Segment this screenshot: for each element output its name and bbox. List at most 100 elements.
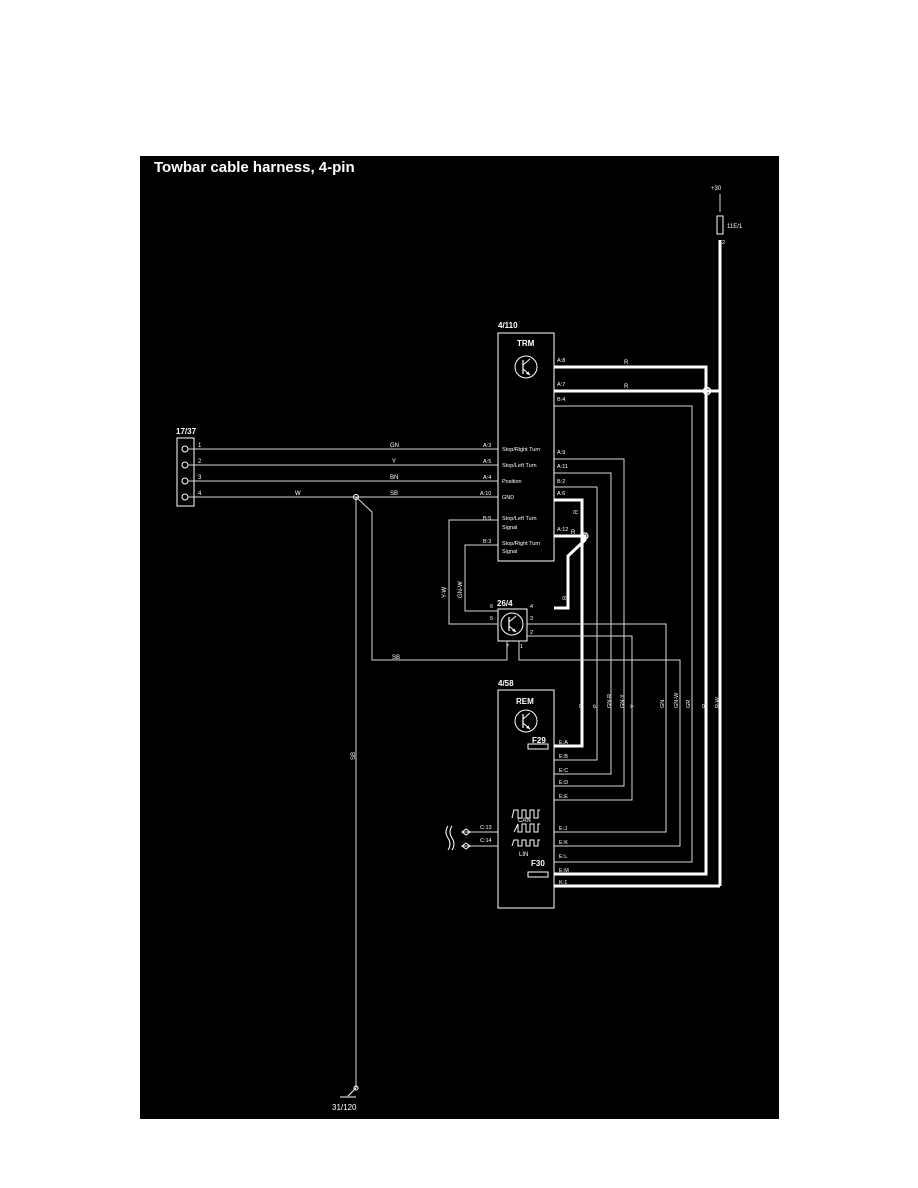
connector-17-37: 17/37 1 2 3 4	[176, 427, 202, 507]
rem-pin-eb: E:B	[559, 754, 568, 760]
wire-label-y: Y	[630, 704, 636, 708]
rem-id: 4/58	[498, 679, 514, 688]
trm-id: 4/110	[498, 321, 518, 330]
trm-pin-a8: A:8	[557, 358, 565, 364]
relay-pin-4: 4	[530, 604, 533, 610]
rem-pin-em: E:M	[559, 868, 569, 874]
wire-label-gnw: GN-W	[674, 692, 680, 708]
wire-sb-relay: SB	[392, 655, 400, 661]
wire-sb-ground: SB	[351, 752, 357, 760]
trm-pin-a9: A:9	[557, 450, 565, 456]
trm-label-signal-1: Signal	[502, 525, 517, 531]
trm-pin-a6: A:6	[557, 491, 565, 497]
wire-r-a7: R	[624, 384, 629, 390]
rem-pin-k1: K:1	[559, 880, 567, 886]
wire-label-p: P	[593, 704, 599, 708]
trm-label-stop-left-signal: Stop/Left Turn	[502, 516, 537, 522]
ground-wire: SB 31/120	[332, 497, 359, 1112]
trm-name: TRM	[517, 339, 535, 348]
fuse-f30-label: F30	[531, 859, 545, 868]
trm-pin-b4: B:4	[557, 397, 565, 403]
wire-gn: GN	[390, 443, 399, 449]
wire-w: W	[295, 491, 301, 497]
connector-pin-3: 3	[198, 475, 202, 481]
lin-label: LIN	[519, 852, 528, 858]
wire-y: Y	[392, 459, 396, 465]
fuse-11e1-label: 11E/1	[727, 224, 743, 230]
wire-label-gr: GR	[686, 700, 692, 708]
trm-label-signal-2: Signal	[502, 549, 517, 555]
rem-pin-ek: E:K	[559, 840, 568, 846]
wire-label-gny: GN-Y	[620, 694, 626, 708]
trm-pin-a11: A:11	[557, 464, 568, 470]
rem-pins: F29 E:A E:B E:C E:D E:E E:J E:K E:L E:M …	[445, 391, 720, 888]
rem-pin-ee: E:E	[559, 794, 568, 800]
relay-pin-5: 5	[490, 616, 493, 622]
trm-label-gnd: GND	[502, 495, 514, 501]
wires-trm-rem: R R R	[554, 405, 693, 863]
relay-pin-2: 2	[530, 630, 533, 636]
relay-pin-3: 3	[530, 616, 533, 622]
fuse-f29	[527, 743, 549, 750]
trm-pin-a3: A:3	[483, 443, 491, 449]
trm-pin-b5: B:5	[483, 516, 491, 522]
wire-gnw: GN-W	[458, 581, 464, 598]
rem-pin-ej: E:J	[559, 826, 567, 832]
trm-left-pins: A:3 A:5 A:4 A:10 B:5 B:3 Stop/Right Turn…	[480, 443, 540, 555]
wire-yw: Y-W	[442, 587, 448, 598]
fuse-11e1-pin: 2	[722, 240, 725, 246]
relay-pin-7: 7	[506, 644, 509, 650]
wires-relay: Y-W GN-W SB	[355, 496, 681, 847]
rem-name: REM	[516, 697, 534, 706]
supply-label: +30	[711, 186, 722, 192]
supply-feed: +30 11E/1 2	[711, 186, 743, 246]
wire-r-a6: R	[574, 509, 580, 514]
relay-26-4: 26/4 4 3 2 1 7 6 5	[490, 599, 533, 650]
rem-bus-pin-c14: C:14	[480, 838, 492, 844]
connector-pin-2: 2	[198, 459, 202, 465]
trm-pin-a5: A:5	[483, 459, 491, 465]
relay-id: 26/4	[497, 599, 513, 608]
diagram-title: Towbar cable harness, 4-pin	[154, 159, 355, 176]
trm-label-position: Position	[502, 479, 522, 485]
wire-r-a8: R	[624, 360, 629, 366]
lin-waveform-icon	[511, 839, 540, 847]
trm-pin-b3: B:3	[483, 539, 491, 545]
wire-r-a12: R	[571, 530, 576, 536]
rem-pin-ec: E:C	[559, 768, 568, 774]
can-waveform-icon	[511, 809, 540, 819]
wire-r-relay: R	[563, 595, 569, 600]
wire-sb: SB	[390, 491, 398, 497]
trm-label-stop-right: Stop/Right Turn	[502, 447, 540, 453]
rem-pin-ed: E:D	[559, 780, 568, 786]
connector-pin-4: 4	[198, 491, 202, 497]
module-trm: 4/110 TRM	[497, 321, 555, 562]
connector-id: 17/37	[176, 427, 197, 436]
fuse-f30	[527, 871, 549, 878]
trm-pin-b2: B:2	[557, 479, 565, 485]
trm-pin-a12: A:12	[557, 527, 568, 533]
fuse-f29-label: F29	[532, 736, 546, 745]
wire-label-r: R	[579, 704, 585, 708]
rem-pin-ea: E:A	[559, 740, 568, 746]
diagram-panel	[140, 156, 779, 1119]
fuse-11e1	[716, 215, 724, 235]
trm-label-stop-left: Stop/Left Turn	[502, 463, 537, 469]
rem-bus-pin-c13: C:13	[480, 825, 492, 831]
wire-label-rw: R-W	[715, 696, 721, 708]
relay-pin-6: 6	[490, 604, 493, 610]
trm-pin-a4: A:4	[483, 475, 491, 481]
rem-pin-el: E:L	[559, 854, 567, 860]
wire-bn: BN	[390, 475, 398, 481]
rem-wire-labels: R P GN-R GN-Y Y GN GN-W GR R R-W	[579, 692, 721, 708]
ground-id: 31/120	[332, 1103, 357, 1112]
wire-label-gn: GN	[660, 700, 666, 708]
relay-pin-1: 1	[520, 644, 523, 650]
can-label: CAN	[518, 818, 531, 824]
wire-label-gnr: GN-R	[607, 694, 613, 708]
connector-pin-1: 1	[198, 443, 202, 449]
wires-trm-supply: R R	[554, 240, 722, 886]
trm-label-stop-right-signal: Stop/Right Turn	[502, 541, 540, 547]
wires-connector-trm: GN Y BN W SB	[188, 443, 498, 500]
